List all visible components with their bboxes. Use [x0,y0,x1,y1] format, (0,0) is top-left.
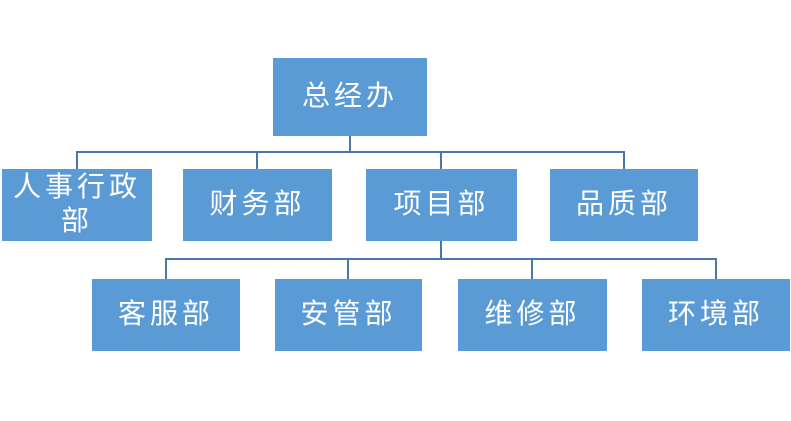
connector-project-stem [440,241,442,259]
connector-drop-quality [623,151,625,169]
connector-drop-customer-service [165,258,167,279]
connector-drop-security [347,258,349,279]
node-finance: 财务部 [183,169,332,241]
node-quality: 品质部 [550,169,698,241]
node-customer-service: 客服部 [92,279,240,351]
connector-drop-environment [715,258,717,279]
connector-root-stem [349,136,351,152]
connector-drop-hr-admin [76,151,78,169]
connector-drop-project [440,151,442,169]
connector-drop-maintenance [531,258,533,279]
connector-level2-rail [76,151,625,153]
node-project: 项目部 [366,169,517,241]
node-security: 安管部 [275,279,422,351]
node-hr-admin: 人事行政部 [2,169,152,241]
node-environment: 环境部 [642,279,790,351]
node-maintenance: 维修部 [458,279,607,351]
node-general-manager-office: 总经办 [273,58,427,136]
connector-level3-rail [165,258,716,260]
connector-drop-finance [256,151,258,169]
